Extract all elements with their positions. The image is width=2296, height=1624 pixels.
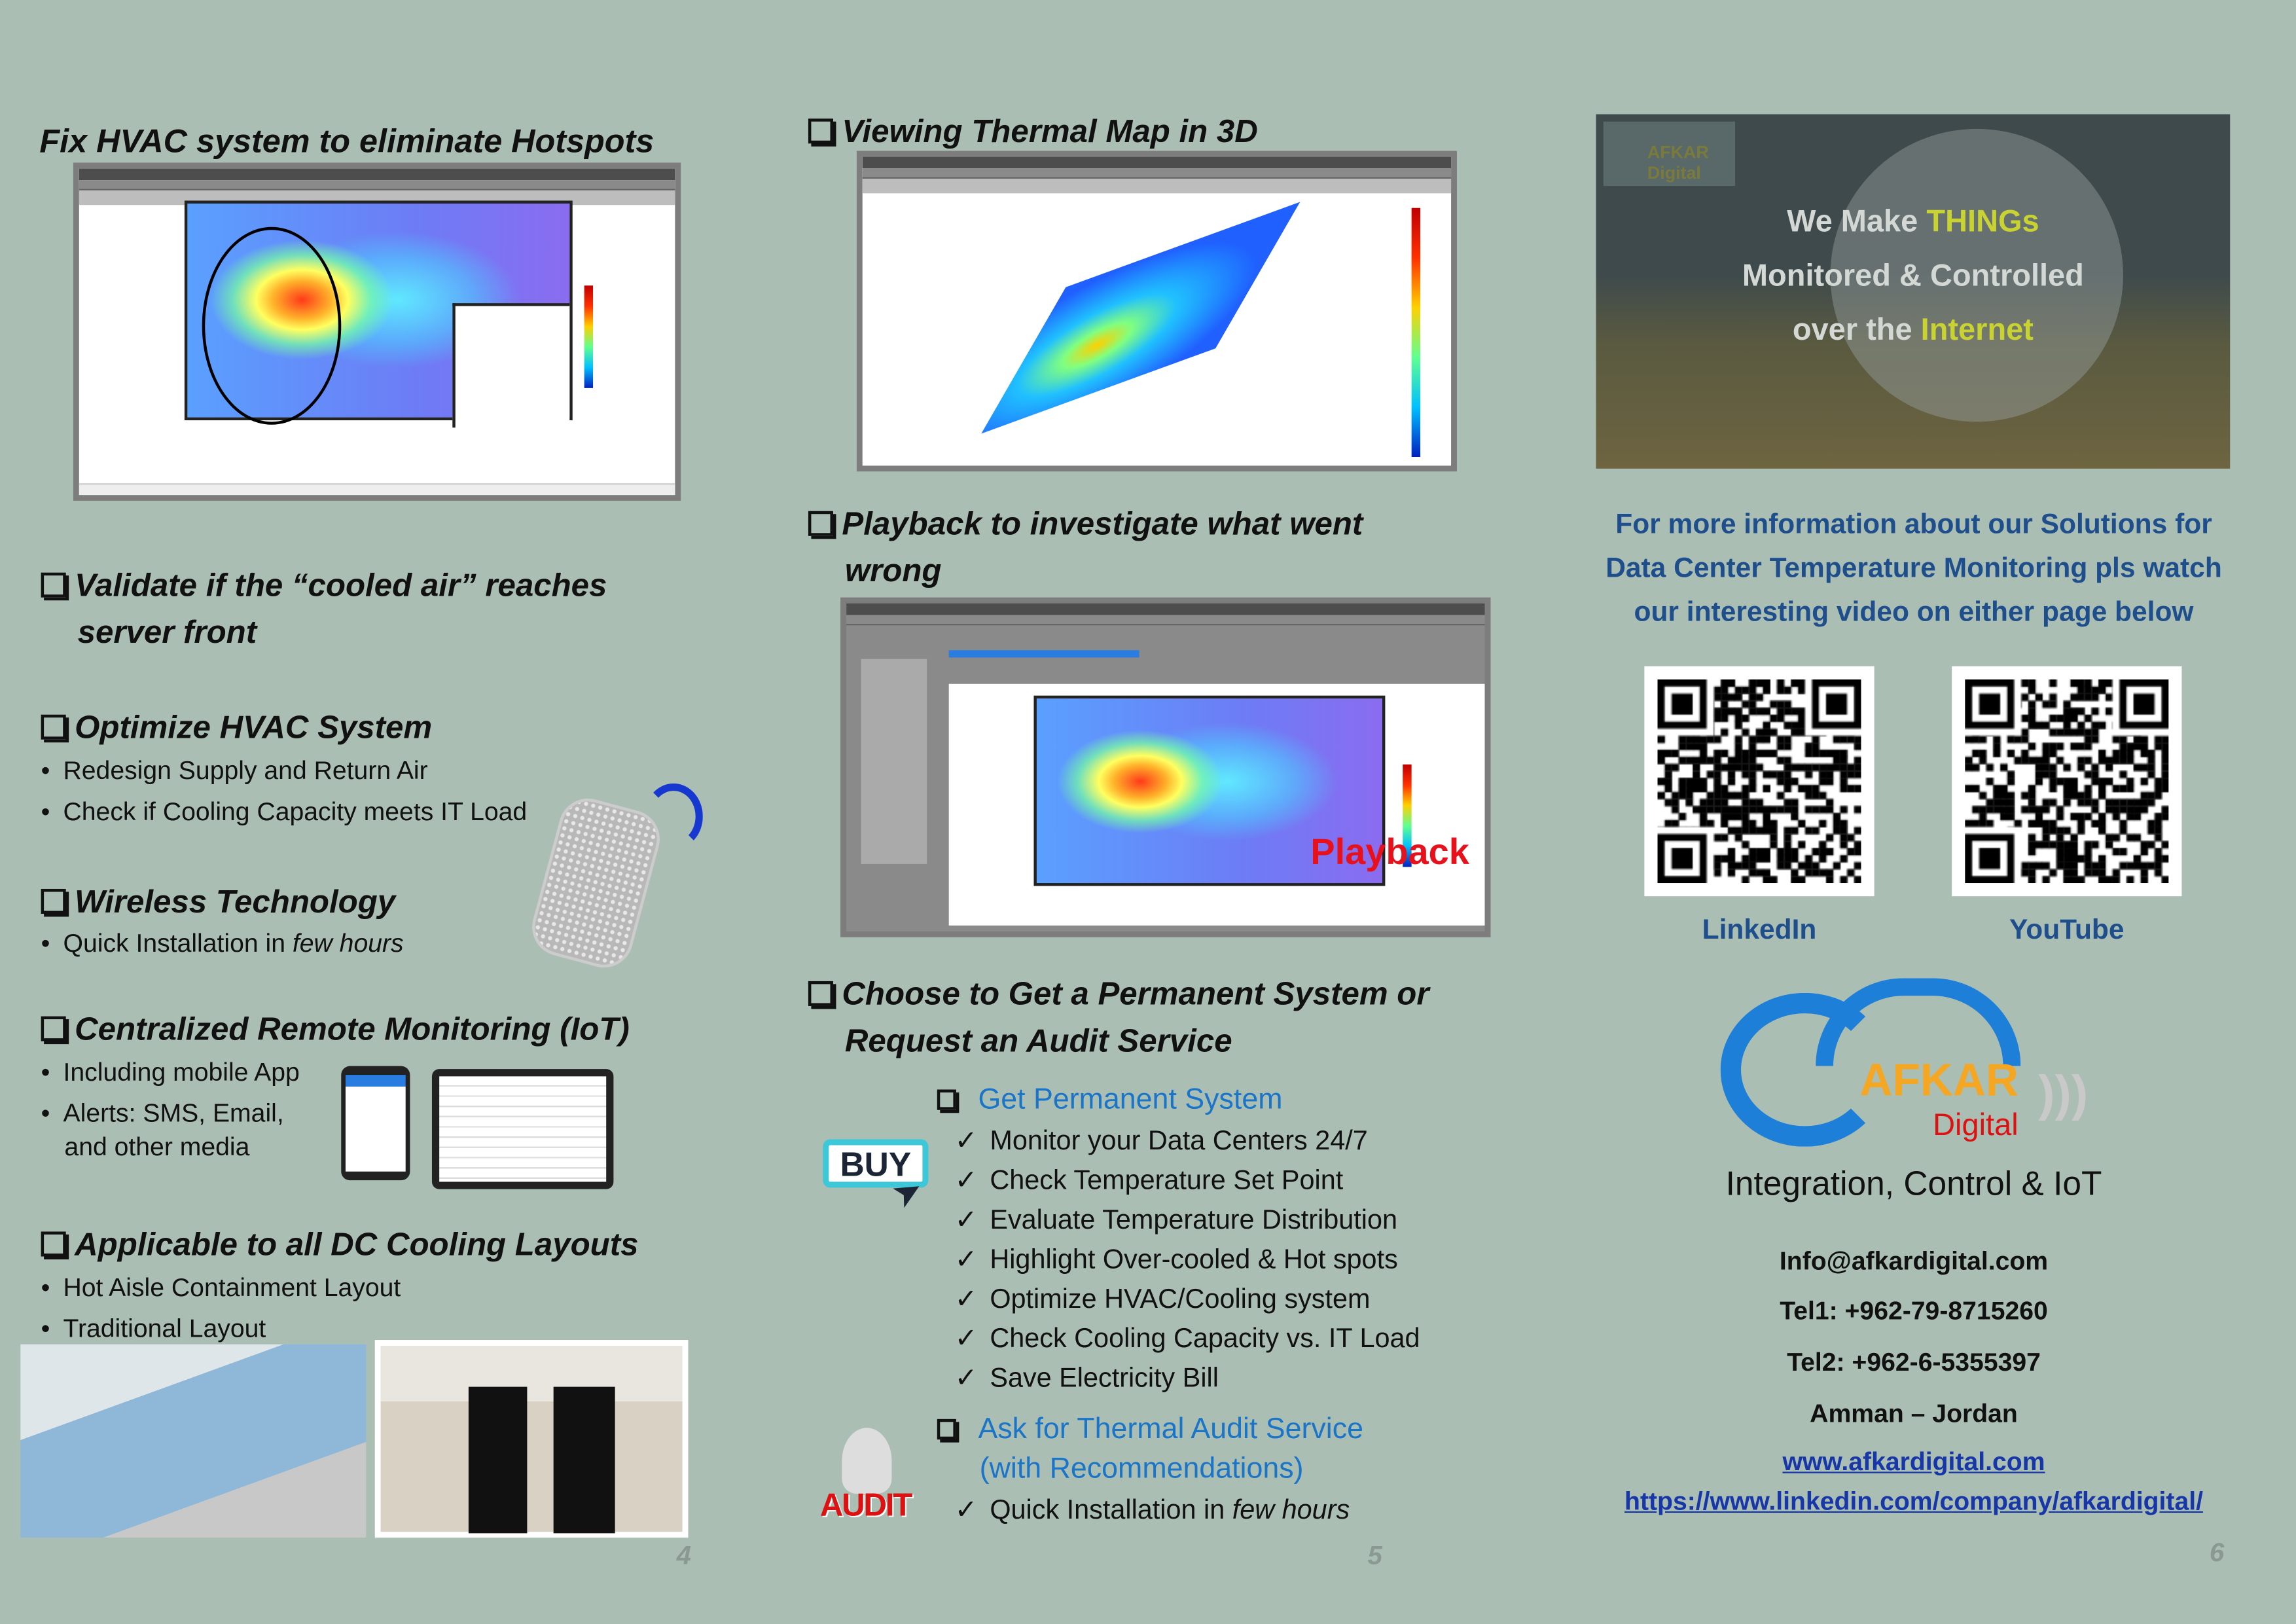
heading-optimize: Optimize HVAC System xyxy=(41,704,433,751)
linkedin-qr-code[interactable] xyxy=(1644,666,1874,897)
heading-wireless: Wireless Technology xyxy=(41,878,395,926)
checkmark-icon: ✓ xyxy=(954,1243,978,1274)
hotspot-ellipse xyxy=(202,226,342,425)
linkedin-link[interactable]: https://www.linkedin.com/company/afkardi… xyxy=(1624,1486,2203,1516)
youtube-qr-code[interactable] xyxy=(1952,666,2182,897)
tablet-image xyxy=(431,1069,614,1189)
check-item: ✓Monitor your Data Centers 24/7 xyxy=(955,1120,1420,1159)
linkedin-label: LinkedIn xyxy=(1702,915,1817,947)
bullet-item: Alerts: SMS, Email, xyxy=(41,1092,284,1134)
check-item: ✓Save Electricity Bill xyxy=(955,1358,1420,1397)
youtube-label: YouTube xyxy=(2009,915,2125,947)
bullet-item: Hot Aisle Containment Layout xyxy=(41,1267,401,1308)
page-number: 5 xyxy=(1367,1540,1382,1570)
checkmark-icon: ✓ xyxy=(954,1125,978,1156)
banner-text: We Make THINGs Monitored & Controlled ov… xyxy=(1742,205,2084,348)
checkbox-icon xyxy=(808,981,833,1006)
playback-label: Playback xyxy=(1310,831,1469,873)
permanent-checklist: ✓Monitor your Data Centers 24/7✓Check Te… xyxy=(955,1120,1420,1397)
checkmark-icon: ✓ xyxy=(954,1164,978,1195)
qr-code-pattern xyxy=(1657,679,1861,884)
checkmark-icon: ✓ xyxy=(954,1203,978,1235)
thermal-3d-screenshot xyxy=(856,151,1458,472)
checkbox-icon xyxy=(41,1231,66,1257)
thermal-3d-surface xyxy=(981,202,1300,434)
contact-tel2: Tel2: +962-6-5355397 xyxy=(1787,1347,2041,1377)
permanent-system-heading: Get Permanent System xyxy=(937,1084,1283,1117)
banner-logo: AFKAR Digital xyxy=(1603,121,1736,187)
heading-thermal-3d: Viewing Thermal Map in 3D xyxy=(808,109,1258,156)
heading-fix-hvac: Fix HVAC system to eliminate Hotspots xyxy=(39,122,655,160)
check-item: ✓Evaluate Temperature Distribution xyxy=(955,1199,1420,1238)
auditor-figure-image xyxy=(842,1428,892,1494)
hot-aisle-render-image xyxy=(20,1344,367,1538)
check-item: ✓Check Temperature Set Point xyxy=(955,1160,1420,1199)
heading-cooling-layouts: Applicable to all DC Cooling Layouts xyxy=(41,1221,638,1269)
checkmark-icon: ✓ xyxy=(954,1282,978,1314)
bullet-item: Traditional Layout xyxy=(41,1308,266,1349)
checkmark-icon: ✓ xyxy=(954,1362,978,1393)
heatmap-screenshot xyxy=(73,162,681,501)
checkbox-icon xyxy=(41,1016,66,1041)
logo-afkar-text: AFKAR xyxy=(1859,1054,2018,1106)
qr-code-pattern xyxy=(1965,679,2169,884)
audit-service-heading: Ask for Thermal Audit Service xyxy=(937,1413,1363,1447)
data-center-photo xyxy=(374,1340,689,1538)
contact-email: Info@afkardigital.com xyxy=(1779,1246,2049,1276)
check-item: ✓Check Cooling Capacity vs. IT Load xyxy=(955,1318,1420,1357)
check-item: ✓Optimize HVAC/Cooling system xyxy=(955,1278,1420,1318)
contact-tel1: Tel1: +962-79-8715260 xyxy=(1780,1295,2048,1326)
checkbox-icon xyxy=(41,572,66,598)
iot-banner-image: AFKAR Digital We Make THINGs Monitored &… xyxy=(1596,114,2231,469)
checkbox-icon xyxy=(937,1089,956,1110)
bullet-continuation: and other media xyxy=(64,1132,250,1162)
wifi-signal-icon xyxy=(644,783,703,850)
bullet-item: Quick Installation in few hours xyxy=(41,922,404,964)
audit-service-subheading: (with Recommendations) xyxy=(979,1453,1304,1485)
bullet-item: Check if Cooling Capacity meets IT Load xyxy=(41,791,528,832)
checkmark-icon: ✓ xyxy=(954,1322,978,1354)
playback-screenshot xyxy=(840,597,1491,937)
page-number: 4 xyxy=(676,1540,691,1570)
checkbox-icon xyxy=(41,714,66,740)
checkbox-icon xyxy=(41,888,66,914)
website-link[interactable]: www.afkardigital.com xyxy=(1782,1447,2045,1477)
contact-location: Amman – Jordan xyxy=(1810,1398,2018,1428)
page-number: 6 xyxy=(2209,1538,2225,1567)
info-text: For more information about our Solutions… xyxy=(1605,509,2222,628)
checkbox-icon xyxy=(808,511,833,536)
buy-icon: BUY xyxy=(823,1139,929,1188)
check-item: ✓Highlight Over-cooled & Hot spots xyxy=(955,1239,1420,1278)
afkar-digital-logo: AFKAR Digital ))) xyxy=(1713,978,2123,1151)
checkbox-icon xyxy=(937,1418,956,1440)
heading-remote-monitoring: Centralized Remote Monitoring (IoT) xyxy=(41,1006,630,1053)
tagline: Integration, Control & IoT xyxy=(1725,1164,2102,1202)
audit-icon: AUDIT xyxy=(819,1486,912,1523)
logo-digital-text: Digital xyxy=(1933,1108,2018,1143)
checkbox-icon xyxy=(808,118,833,144)
bullet-item: Redesign Supply and Return Air xyxy=(41,749,428,791)
check-item: ✓Quick Installation in few hours xyxy=(954,1493,1350,1525)
signal-waves-icon: ))) xyxy=(2038,1066,2089,1122)
bullet-item: Including mobile App xyxy=(41,1051,300,1092)
mobile-app-image xyxy=(341,1066,410,1181)
